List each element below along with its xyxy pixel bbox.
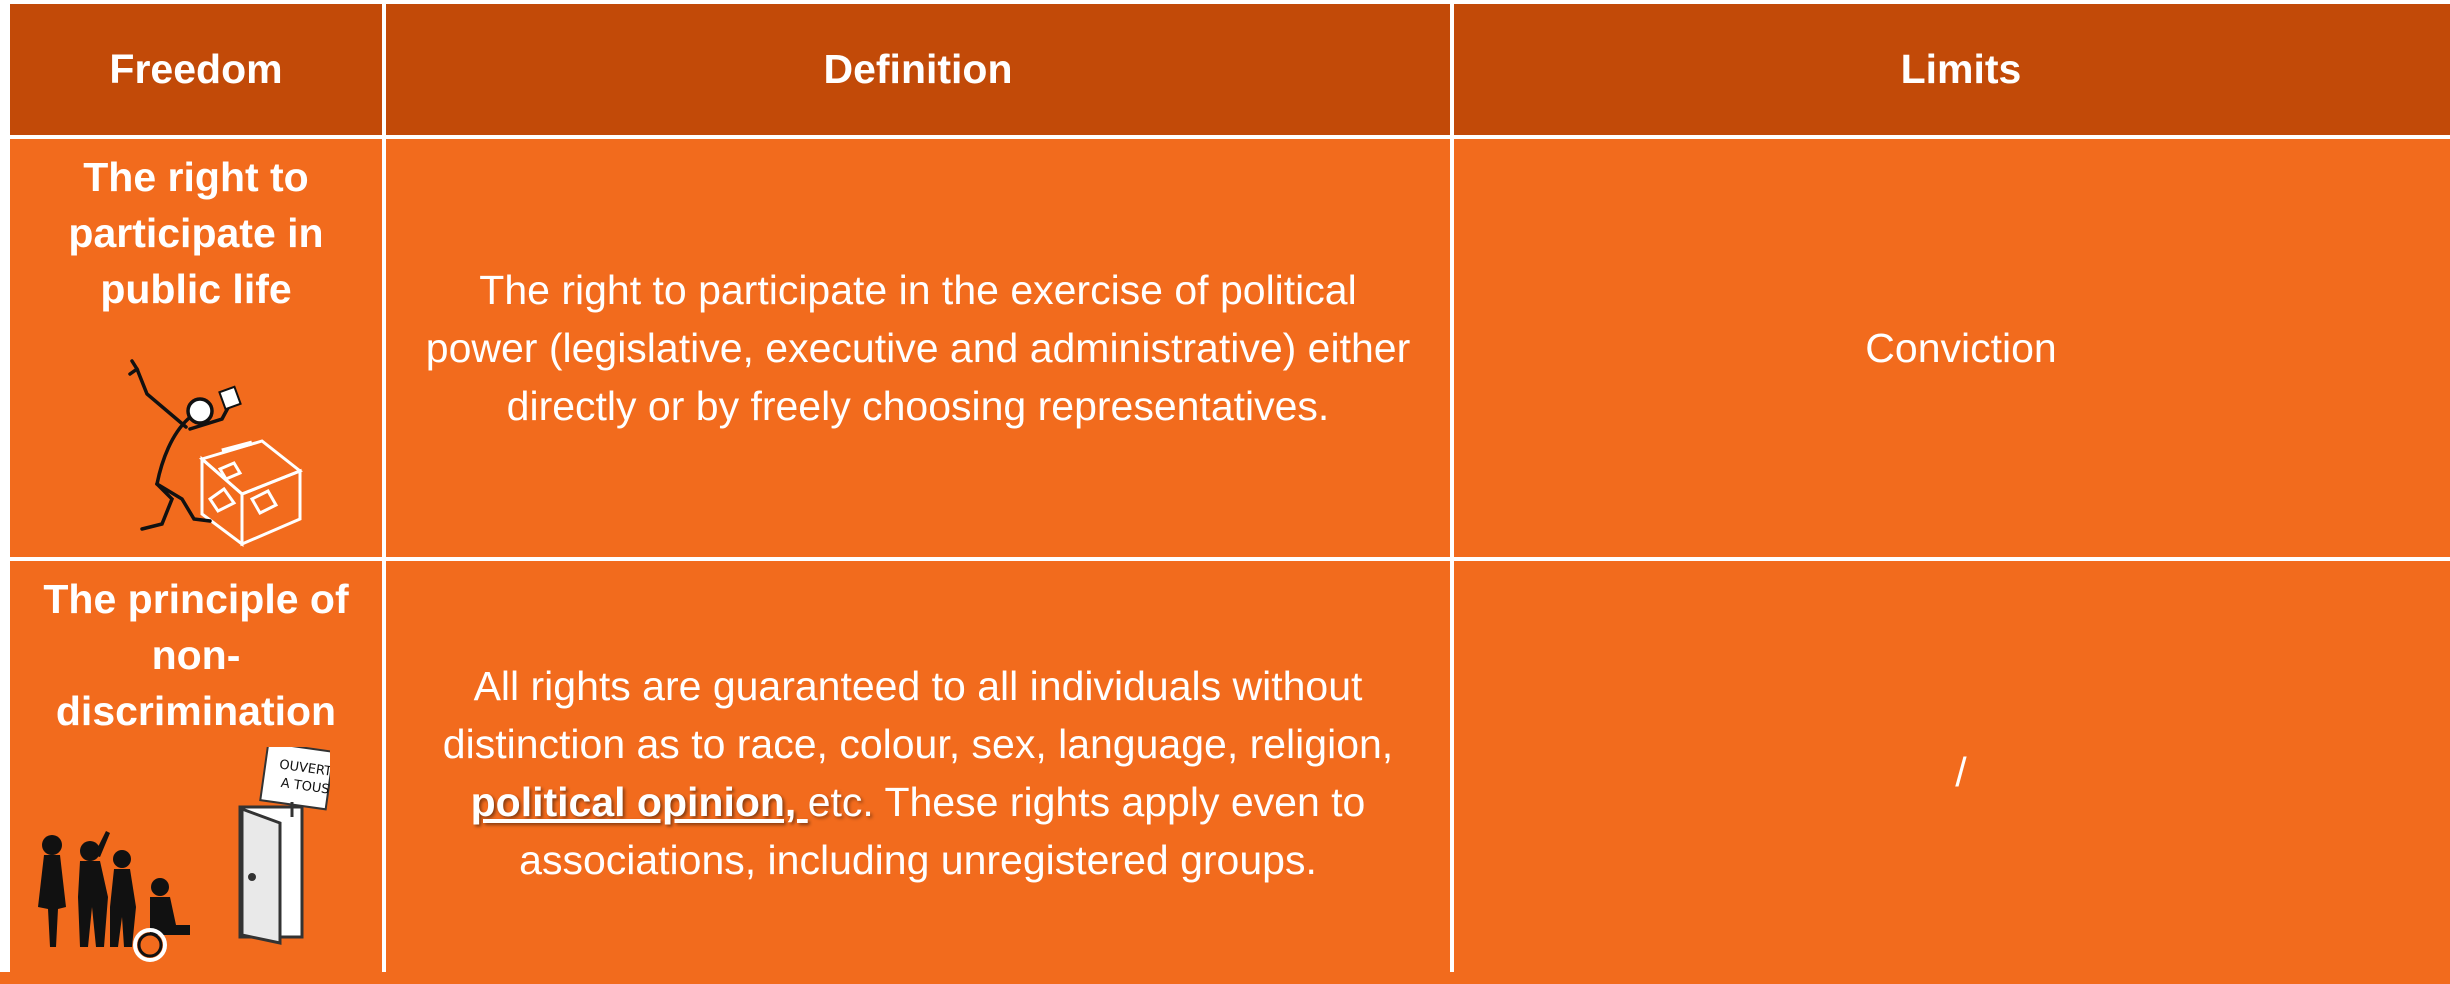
row2-limits-text: / bbox=[1955, 749, 1967, 795]
row2-definition-emphasis: political opinion, bbox=[470, 778, 808, 825]
header-limits: Limits bbox=[1454, 4, 2450, 135]
row2-definition-after: These rights apply even to associations,… bbox=[519, 778, 1366, 883]
voting-stick-figure-icon bbox=[128, 359, 303, 547]
svg-text:A TOUS: A TOUS bbox=[280, 776, 330, 798]
row2-definition-cell: All rights are guaranteed to all individ… bbox=[386, 561, 1450, 984]
row2-freedom-cell: The principle of non-discrimination OUVE… bbox=[10, 561, 382, 984]
header-definition: Definition bbox=[386, 4, 1450, 135]
row2-definition-etc: etc. bbox=[807, 778, 874, 825]
row1-freedom-cell: The right to participate in public life bbox=[10, 139, 382, 557]
row1-definition-cell: The right to participate in the exercise… bbox=[386, 139, 1450, 557]
row2-definition-before: All rights are guaranteed to all individ… bbox=[442, 662, 1394, 767]
header-freedom: Freedom bbox=[10, 4, 382, 135]
row2-freedom-title: The principle of non-discrimination bbox=[43, 576, 349, 734]
open-door-people-icon: OUVERT A TOUS bbox=[38, 747, 330, 962]
row2-definition-text: All rights are guaranteed to all individ… bbox=[386, 657, 1450, 889]
svg-text:OUVERT: OUVERT bbox=[278, 758, 330, 780]
row1-freedom-title: The right to participate in public life bbox=[68, 154, 324, 312]
row2-limits-cell: / bbox=[1454, 561, 2450, 984]
row1-limits-cell: Conviction bbox=[1454, 139, 2450, 557]
row1-limits-text: Conviction bbox=[1865, 324, 2057, 371]
row1-definition-text: The right to participate in the exercise… bbox=[425, 267, 1411, 429]
